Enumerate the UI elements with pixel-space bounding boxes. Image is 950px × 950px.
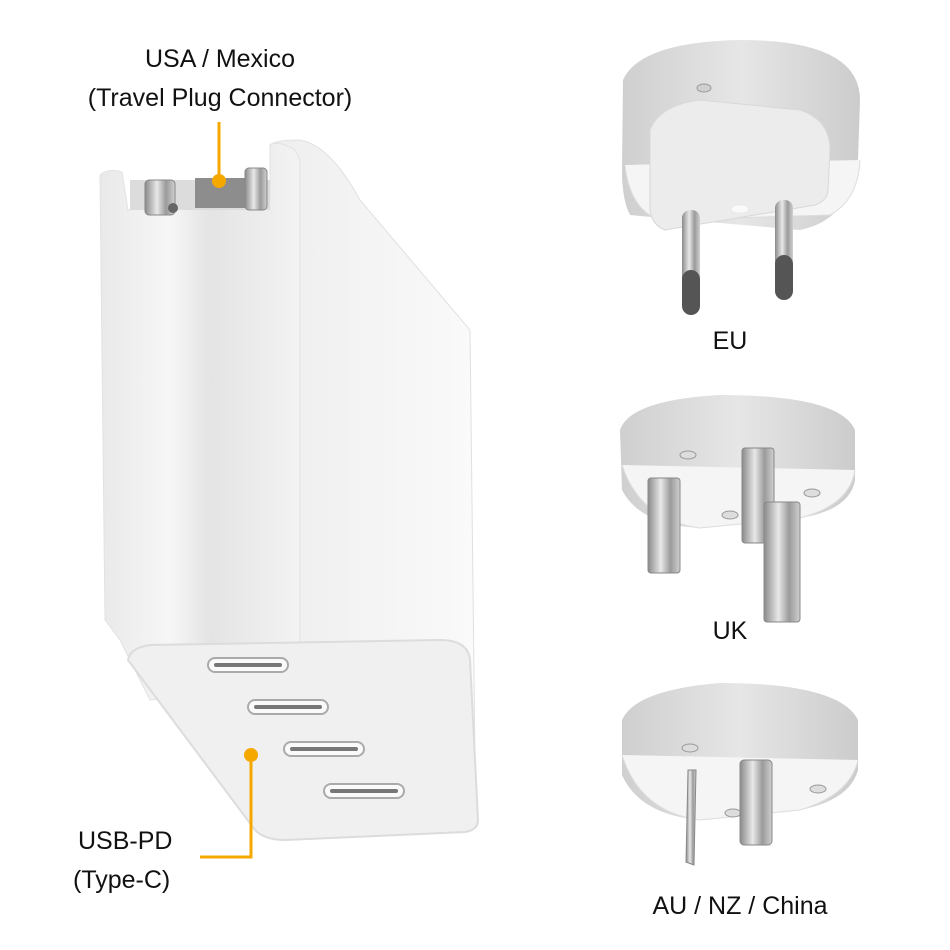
au-nz-china-label: AU / NZ / China	[652, 892, 828, 920]
usb-c-port-icon	[207, 657, 289, 673]
eu-plug-adapter	[622, 40, 861, 315]
usb-c-port-icon	[283, 741, 365, 757]
usb-pd-label: USB-PD	[78, 827, 173, 855]
us-prongs	[144, 167, 268, 216]
eu-label: EU	[712, 327, 748, 355]
callout-usa	[212, 122, 226, 188]
uk-label: UK	[712, 617, 748, 645]
travel-plug-label: (Travel Plug Connector)	[87, 84, 353, 112]
usb-c-panel	[126, 638, 480, 842]
uk-plug-adapter	[620, 395, 856, 623]
au-plug-adapter	[621, 683, 859, 866]
usa-mexico-label: USA / Mexico	[144, 45, 296, 73]
usb-c-port-icon	[323, 783, 405, 799]
callout-usb-pd	[200, 748, 258, 859]
usb-c-port-icon	[247, 699, 329, 715]
type-c-label: (Type-C)	[73, 866, 171, 894]
